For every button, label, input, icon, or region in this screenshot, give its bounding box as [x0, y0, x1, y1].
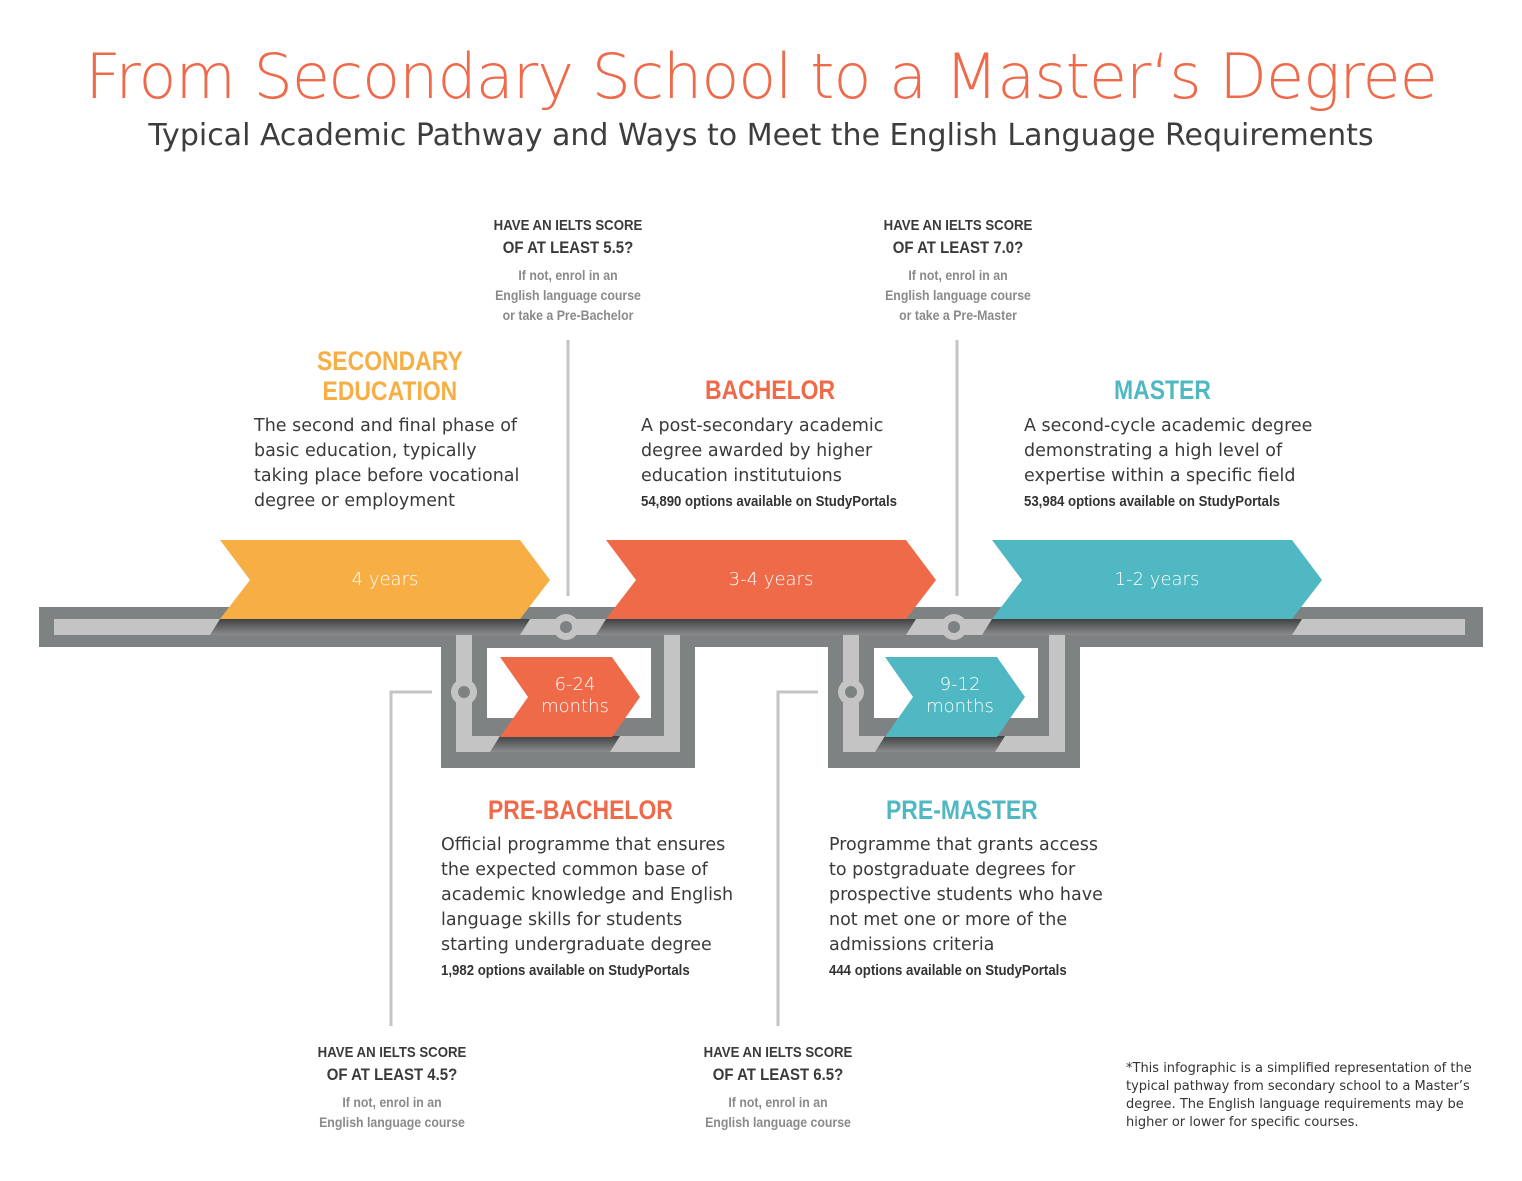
- master-description: A second-cycle academic degree demonstra…: [1024, 416, 1313, 486]
- duration-unit: months: [926, 696, 994, 717]
- pre-bachelor-description: Official programme that ensures the expe…: [441, 835, 734, 955]
- bachelor-options: 54,890 options available on StudyPortals: [641, 493, 898, 510]
- question-line: HAVE AN IELTS SCORE: [493, 217, 643, 234]
- secondary-description: The second and final phase of basic educ…: [254, 416, 520, 511]
- node-icons: [451, 614, 967, 705]
- pre-bachelor-info: Official programme that ensures the expe…: [441, 833, 741, 979]
- master-duration: 1-2 years: [1114, 569, 1200, 590]
- secondary-arrow: [220, 540, 550, 619]
- duration-value: 6-24: [554, 674, 596, 695]
- bachelor-arrow: [606, 540, 936, 619]
- page-subtitle: Typical Academic Pathway and Ways to Mee…: [148, 118, 1374, 153]
- duration-unit: months: [541, 696, 609, 717]
- bachelor-info: A post-secondary academic degree awarded…: [641, 414, 911, 510]
- ielts-6-5-question: HAVE AN IELTS SCORE OF AT LEAST 6.5? If …: [690, 1042, 866, 1132]
- connector-line: [389, 690, 432, 1026]
- pre-master-title: PRE-MASTER: [886, 795, 1038, 825]
- pre-bachelor-arrow: [500, 657, 640, 737]
- question-line: OF AT LEAST 7.0?: [892, 238, 1024, 257]
- question-line: HAVE AN IELTS SCORE: [317, 1044, 467, 1061]
- footnote: *This infographic is a simplified repres…: [1126, 1061, 1472, 1130]
- arrow-shadow: [490, 736, 620, 752]
- connector-lines: [389, 340, 959, 1026]
- title-line: SECONDARY: [317, 346, 463, 376]
- question-line: HAVE AN IELTS SCORE: [883, 217, 1033, 234]
- pre-bachelor-title: PRE-BACHELOR: [488, 795, 673, 825]
- bachelor-title: BACHELOR: [705, 375, 836, 405]
- secondary-duration: 4 years: [351, 569, 419, 590]
- pre-master-options: 444 options available on StudyPortals: [829, 962, 1067, 979]
- pre-master-arrow: [885, 657, 1025, 737]
- master-title: MASTER: [1114, 375, 1211, 405]
- question-line: OF AT LEAST 6.5?: [712, 1065, 844, 1084]
- question-line: HAVE AN IELTS SCORE: [703, 1044, 853, 1061]
- question-note: If not, enrol in an: [342, 1094, 442, 1110]
- pre-master-info: Programme that grants access to postgrad…: [829, 833, 1119, 979]
- question-note: English language course: [885, 287, 1031, 303]
- arrow-shadow: [875, 736, 1005, 752]
- bachelor-duration: 3-4 years: [728, 569, 814, 590]
- master-info: A second-cycle academic degree demonstra…: [1024, 414, 1324, 510]
- master-options: 53,984 options available on StudyPortals: [1024, 493, 1281, 510]
- arrow-shadow: [982, 619, 1302, 635]
- question-line: OF AT LEAST 4.5?: [326, 1065, 458, 1084]
- question-line: OF AT LEAST 5.5?: [502, 238, 634, 257]
- duration-value: 9-12: [939, 674, 981, 695]
- question-note: English language course: [319, 1114, 465, 1130]
- pre-master-description: Programme that grants access to postgrad…: [829, 835, 1103, 955]
- arrow-shadow: [596, 619, 916, 635]
- question-note: or take a Pre-Bachelor: [502, 307, 634, 323]
- ielts-7-0-question: HAVE AN IELTS SCORE OF AT LEAST 7.0? If …: [870, 215, 1046, 325]
- question-note: English language course: [495, 287, 641, 303]
- pre-bachelor-options: 1,982 options available on StudyPortals: [441, 962, 690, 979]
- connector-line: [776, 690, 818, 1026]
- page-title: From Secondary School to a Master‘s Degr…: [85, 40, 1438, 113]
- question-note: If not, enrol in an: [908, 267, 1008, 283]
- ielts-5-5-question: HAVE AN IELTS SCORE OF AT LEAST 5.5? If …: [480, 215, 656, 325]
- question-note: English language course: [705, 1114, 851, 1130]
- title-line: EDUCATION: [322, 376, 458, 406]
- question-note: or take a Pre-Master: [899, 307, 1017, 323]
- arrow-shadow: [210, 619, 530, 635]
- question-note: If not, enrol in an: [728, 1094, 828, 1110]
- ielts-4-5-question: HAVE AN IELTS SCORE OF AT LEAST 4.5? If …: [304, 1042, 480, 1132]
- master-arrow: [992, 540, 1322, 619]
- question-note: If not, enrol in an: [518, 267, 618, 283]
- bachelor-description: A post-secondary academic degree awarded…: [641, 416, 884, 486]
